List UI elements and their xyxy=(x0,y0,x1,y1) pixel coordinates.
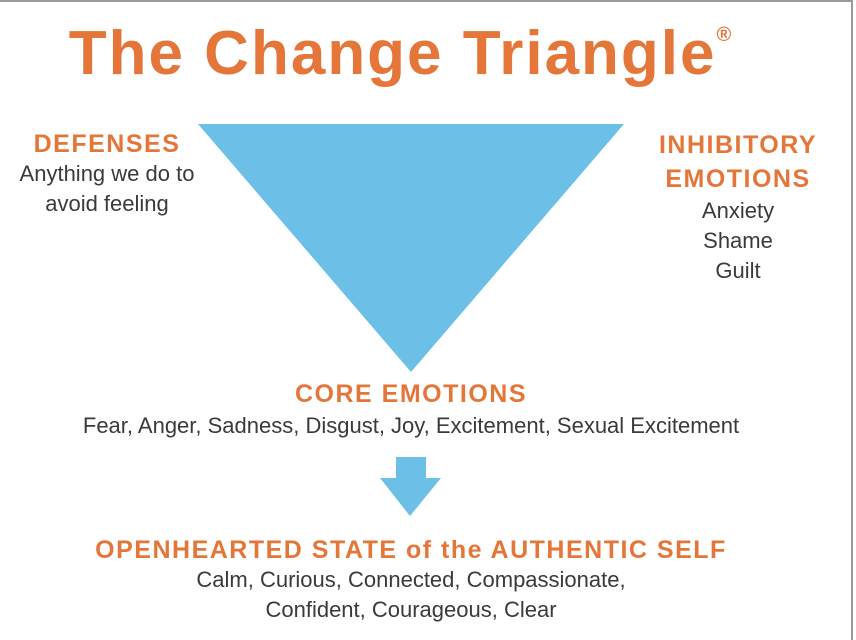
change-triangle xyxy=(198,124,624,372)
core-items: Fear, Anger, Sadness, Disgust, Joy, Exci… xyxy=(82,413,740,438)
inhibitory-item: Shame xyxy=(703,228,773,253)
openhearted-block: OPENHEARTED STATE of the AUTHENTIC SELF … xyxy=(0,536,822,625)
core-block: CORE EMOTIONS Fear, Anger, Sadness, Disg… xyxy=(0,380,822,441)
inhibitory-heading: EMOTIONS xyxy=(665,165,811,193)
openhearted-line: Confident, Courageous, Clear xyxy=(265,597,557,622)
down-arrow-icon xyxy=(380,457,441,516)
defenses-heading: DEFENSES xyxy=(33,130,181,158)
page-title: The Change Triangle® xyxy=(68,19,732,88)
inhibitory-heading: INHIBITORY xyxy=(658,131,818,159)
openhearted-line: Calm, Curious, Connected, Compassionate, xyxy=(196,567,626,592)
inhibitory-item: Guilt xyxy=(715,258,761,283)
inhibitory-item: Anxiety xyxy=(701,198,775,223)
openhearted-heading: OPENHEARTED STATE of the AUTHENTIC SELF xyxy=(95,536,727,564)
defenses-line: Anything we do to xyxy=(19,161,195,186)
registered-mark: ® xyxy=(716,24,732,46)
inhibitory-block: INHIBITORY EMOTIONS Anxiety Shame Guilt xyxy=(636,128,840,286)
defenses-block: DEFENSES Anything we do to avoid feeling xyxy=(0,130,214,219)
core-heading: CORE EMOTIONS xyxy=(294,380,527,408)
defenses-line: avoid feeling xyxy=(45,191,169,216)
